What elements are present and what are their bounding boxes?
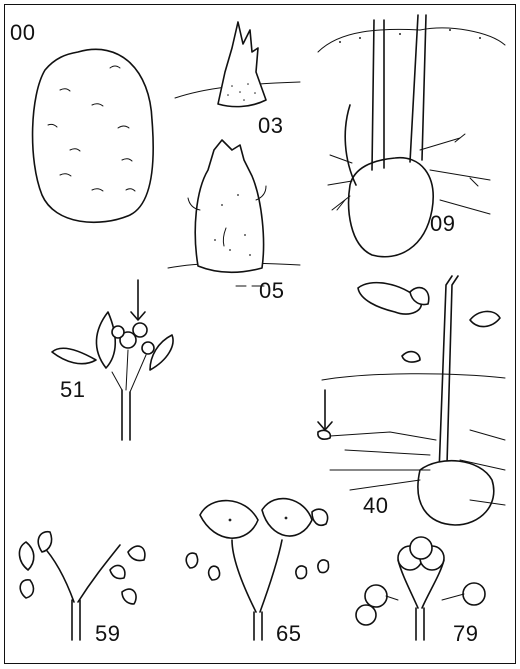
stage-label-59: 59 xyxy=(95,623,120,645)
stage-label-40: 40 xyxy=(363,495,388,517)
flowering-stage-65 xyxy=(186,499,328,640)
inflorescence-stage-51 xyxy=(52,280,173,440)
sprout-stage-05 xyxy=(168,140,300,286)
tuber-initiation-stage-40 xyxy=(318,276,505,525)
stage-label-09: 09 xyxy=(430,213,455,235)
stage-label-51: 51 xyxy=(60,379,85,401)
stage-label-79: 79 xyxy=(453,623,478,645)
flower-buds-stage-59 xyxy=(19,532,144,640)
emergence-stage-09 xyxy=(318,15,505,257)
stage-label-00: 00 xyxy=(10,22,35,44)
sprout-stage-03 xyxy=(175,22,300,107)
dormant-tuber xyxy=(33,49,154,222)
stage-label-05: 05 xyxy=(259,280,284,302)
stage-label-65: 65 xyxy=(276,623,301,645)
stage-label-03: 03 xyxy=(258,115,283,137)
